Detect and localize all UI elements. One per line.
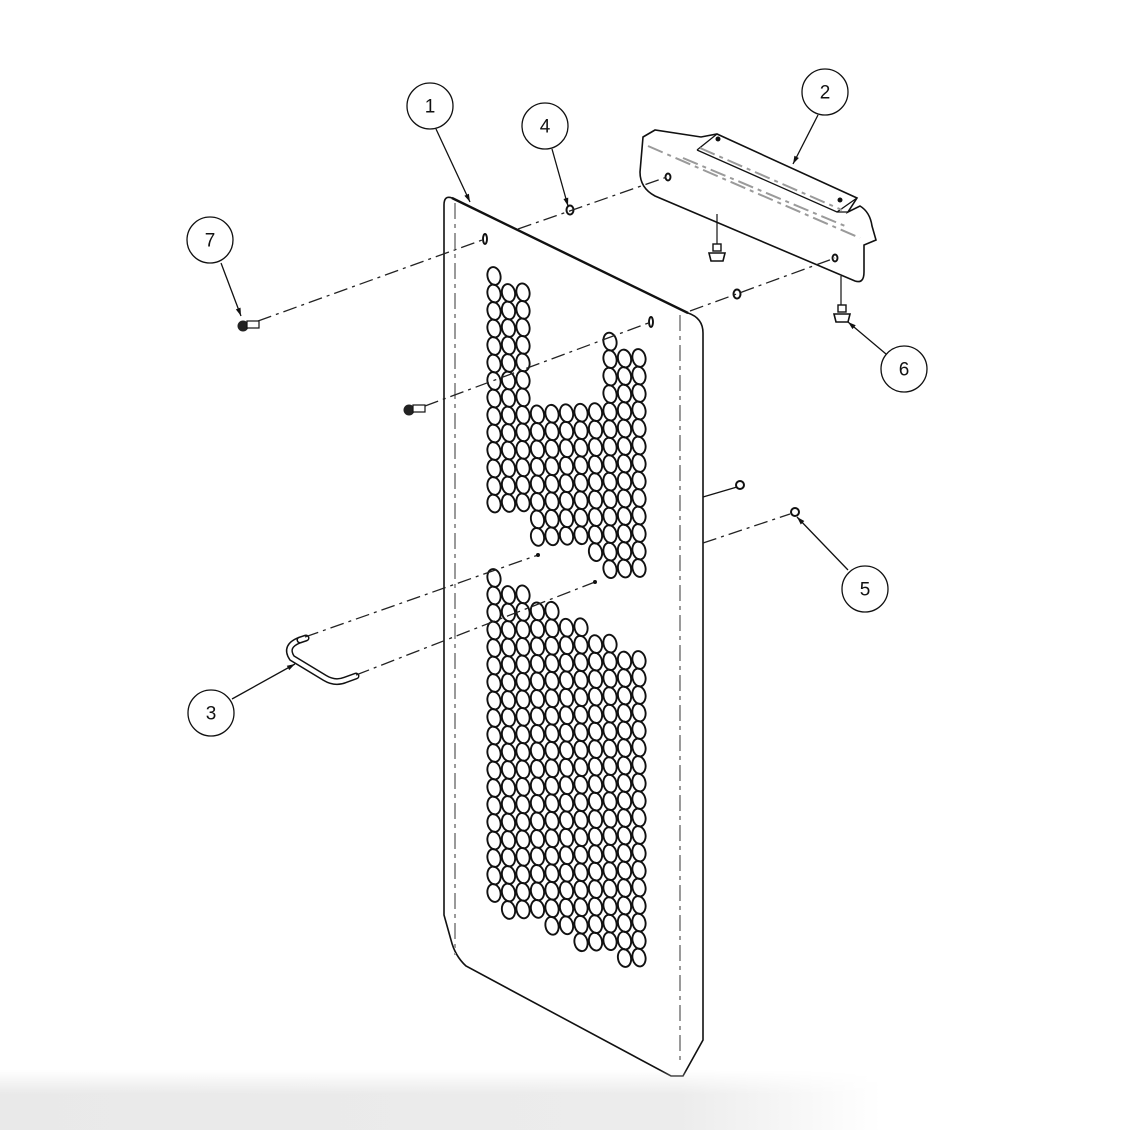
flange-bolt-6: [832, 304, 852, 323]
assembly-axes: [257, 176, 836, 676]
flange-bolt-lower-left: [403, 404, 426, 416]
callout-5: 5: [796, 516, 889, 613]
callout-2: 2: [792, 68, 849, 165]
callout-label: 2: [820, 83, 831, 104]
bottom-shadow-fade: [0, 1070, 1130, 1130]
callout-label: 3: [206, 704, 217, 725]
screw-5: [790, 507, 800, 517]
callout-label: 7: [205, 231, 216, 252]
callout-circle: [880, 345, 928, 393]
perforated-panel: [443, 196, 704, 1077]
callout-circle: [406, 82, 454, 130]
flange-bolt-7: [237, 320, 260, 332]
callout-label: 1: [425, 97, 436, 118]
callout-1: 1: [406, 82, 471, 203]
callout-circle: [521, 102, 569, 150]
callout-circle: [841, 565, 889, 613]
callout-label: 5: [860, 580, 871, 601]
bracket-bolt-center: [707, 243, 727, 262]
handle: [285, 634, 360, 686]
callout-circle: [801, 68, 849, 116]
washer-lower: [732, 288, 742, 300]
lower-hole-pattern: [486, 568, 647, 968]
callout-circle: [186, 216, 234, 264]
callout-3: 3: [187, 663, 296, 737]
upper-hole-pattern: [486, 266, 647, 579]
callout-label: 6: [899, 360, 910, 381]
screw-upper-right: [702, 480, 745, 498]
mounting-bracket: [639, 129, 877, 305]
callout-4: 4: [521, 102, 569, 207]
callout-balloons: 1 2 3 4 5 6 7: [186, 68, 928, 737]
callout-label: 4: [540, 117, 551, 138]
callout-7: 7: [186, 216, 242, 317]
callout-circle: [187, 689, 235, 737]
callout-6: 6: [847, 321, 928, 393]
